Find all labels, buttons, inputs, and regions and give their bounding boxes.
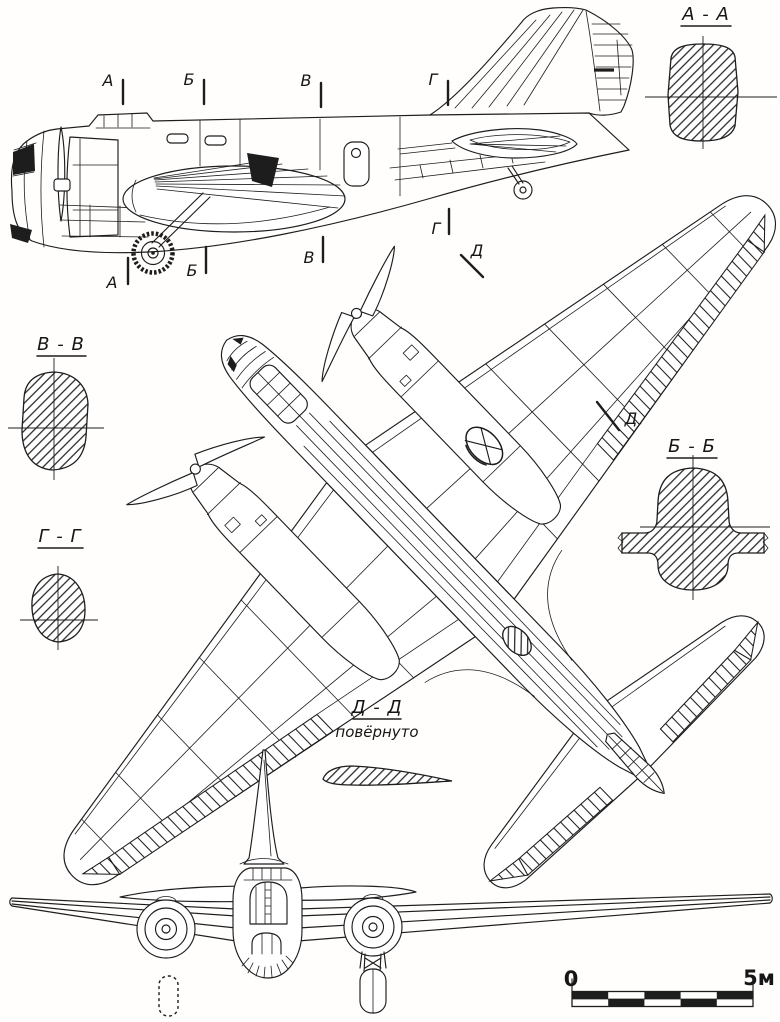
plan-propellers bbox=[126, 245, 396, 506]
cut-label-top-a: А bbox=[102, 71, 114, 90]
side-canopy bbox=[95, 113, 151, 129]
cut-marks-bottom: А Б В Г Д bbox=[106, 207, 485, 292]
plan-right-wing bbox=[364, 195, 776, 600]
side-fin-rudder bbox=[429, 7, 634, 116]
cut-label-bot-d: Д bbox=[470, 241, 484, 260]
front-right-nacelle bbox=[343, 894, 403, 957]
section-vv-label: В - В bbox=[37, 334, 85, 355]
side-view bbox=[10, 7, 634, 275]
scale-five: 5м bbox=[743, 966, 775, 990]
section-gg: Г - Г bbox=[20, 526, 98, 650]
plan-left-nacelle bbox=[189, 463, 400, 681]
section-vv: В - В bbox=[8, 334, 104, 480]
plan-nose-glazing bbox=[226, 337, 275, 389]
plan-elevators bbox=[488, 620, 759, 882]
front-view bbox=[9, 749, 773, 1017]
front-left-nacelle bbox=[136, 896, 196, 959]
cut-mark-plan-d: Д bbox=[595, 400, 638, 432]
cut-label-bot-v: В bbox=[304, 248, 315, 267]
side-tail-wheel bbox=[507, 165, 533, 200]
plan-canopy bbox=[249, 364, 308, 424]
cut-label-top-g: Г bbox=[429, 70, 439, 89]
section-dd: Д - Д повёрнуто bbox=[322, 697, 453, 786]
section-bb-label: Б - Б bbox=[668, 436, 716, 457]
side-fin-ribs bbox=[454, 9, 601, 112]
front-fin bbox=[239, 749, 289, 865]
cut-label-top-b: Б bbox=[184, 70, 195, 89]
front-wings bbox=[9, 893, 773, 942]
airfoil-section bbox=[322, 765, 453, 786]
section-aa-label: А - А bbox=[681, 4, 730, 25]
side-rear-door bbox=[343, 141, 370, 187]
plan-turret bbox=[502, 625, 532, 656]
side-fuselage-top bbox=[10, 112, 431, 192]
cut-label-bot-a: А bbox=[106, 273, 118, 292]
section-dd-note: повёрнуто bbox=[335, 723, 418, 741]
scale-zero: 0 bbox=[564, 967, 579, 991]
side-window-1 bbox=[166, 133, 189, 144]
side-stabilizer bbox=[397, 128, 578, 159]
section-bb: Б - Б bbox=[617, 436, 770, 600]
side-panel-lines bbox=[59, 116, 561, 238]
cut-label-bot-b: Б bbox=[187, 261, 198, 280]
plan-view bbox=[63, 195, 776, 889]
propeller-hub bbox=[53, 178, 71, 192]
section-dd-label: Д - Д bbox=[350, 697, 402, 718]
section-aa: А - А bbox=[645, 4, 777, 149]
front-landing-gear bbox=[359, 951, 387, 1014]
plan-right-nacelle bbox=[350, 307, 561, 525]
propeller-blade bbox=[57, 126, 66, 222]
cut-label-top-v: В bbox=[301, 71, 312, 90]
side-rudder-ribs bbox=[591, 23, 633, 101]
scale-bar: 0 5м bbox=[564, 966, 775, 1008]
plan-fuselage-stringers bbox=[257, 372, 623, 750]
plan-ailerons bbox=[81, 213, 766, 876]
side-window-2 bbox=[204, 135, 227, 146]
cut-label-bot-g: Г bbox=[432, 219, 442, 238]
plan-left-wing bbox=[63, 482, 476, 886]
side-nose-glazing bbox=[10, 130, 45, 248]
side-engine bbox=[53, 126, 119, 238]
section-gg-label: Г - Г bbox=[39, 526, 83, 547]
side-wing-fairing bbox=[122, 153, 346, 233]
front-fuselage bbox=[232, 867, 303, 979]
cut-label-plan-d: Д bbox=[624, 409, 638, 428]
cut-marks-top: А Б В Г bbox=[102, 70, 450, 109]
side-fuselage-bottom bbox=[11, 149, 630, 254]
front-wheel-ghost bbox=[158, 975, 179, 1017]
side-main-wheel bbox=[131, 192, 211, 275]
